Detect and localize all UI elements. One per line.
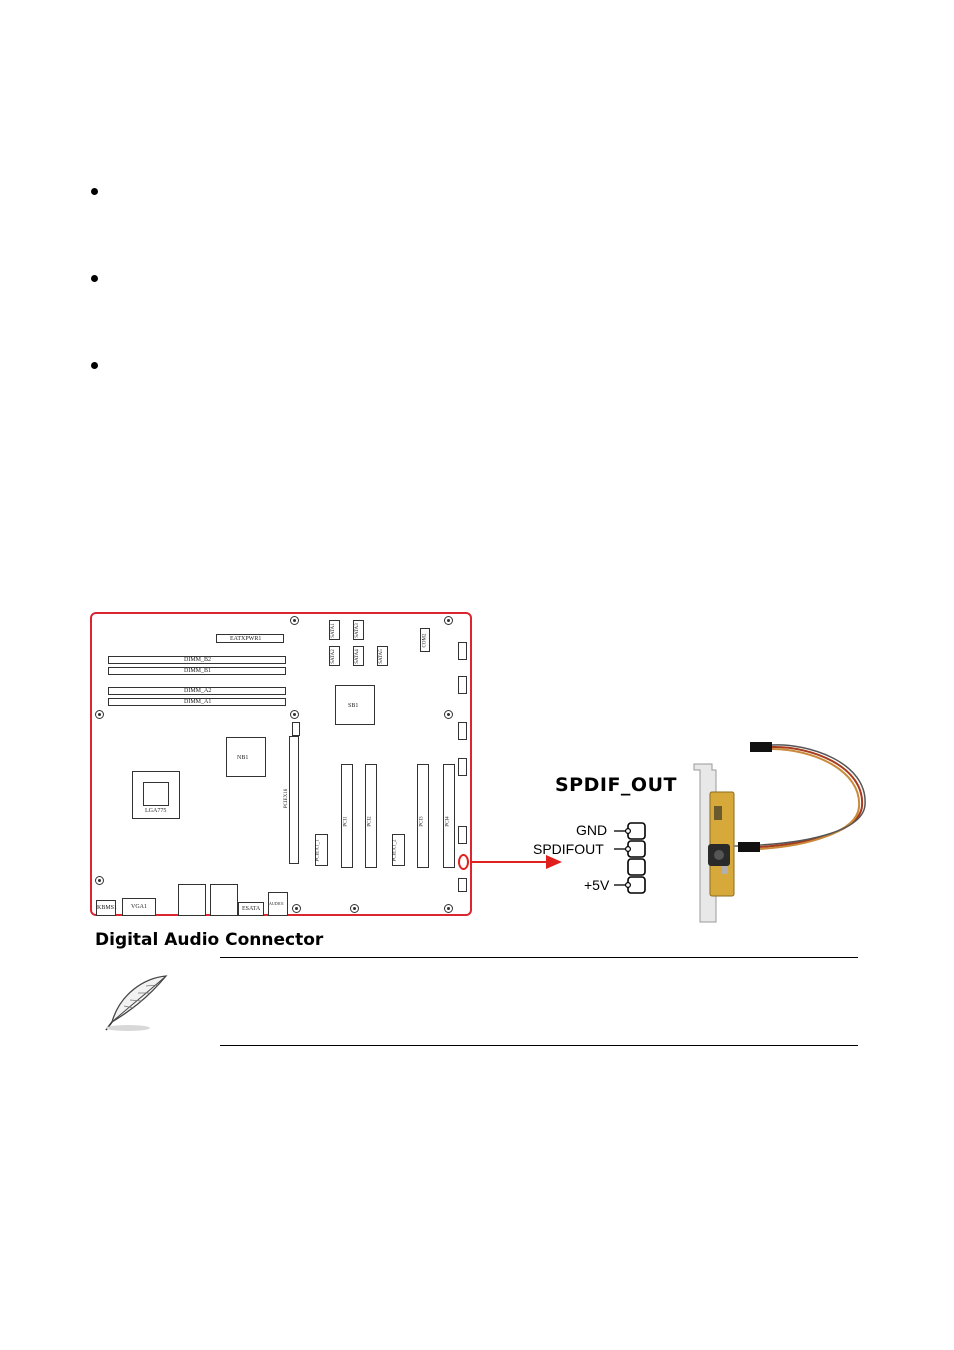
pci3-label: PCI3 (419, 816, 425, 827)
header (458, 826, 467, 844)
dimm-slot-b1 (108, 667, 286, 675)
header (458, 676, 467, 694)
vga-port (122, 898, 156, 916)
mount-hole (95, 710, 104, 719)
kbms-label: KBMS1 (97, 905, 118, 911)
spdif-header-highlight (458, 854, 469, 870)
cpu-socket-inner (143, 782, 169, 806)
eatx-power-connector (216, 634, 284, 643)
southbridge-chip (335, 685, 375, 725)
esata-port (238, 902, 264, 916)
pin-label-5v: +5V (584, 877, 610, 893)
bullet-3 (91, 362, 98, 369)
motherboard-diagram: EATXPWR1 DIMM_B2 DIMM_B1 DIMM_A2 DIMM_A1… (90, 612, 472, 916)
kbms-port (96, 900, 116, 916)
vga-label: VGA1 (131, 904, 147, 910)
pcie-x1-slot-2 (392, 834, 405, 866)
pci-slot-3 (417, 764, 429, 868)
note-top-rule (220, 957, 858, 958)
note-bottom-rule (220, 1045, 858, 1046)
sata3-label: SATA3 (354, 623, 360, 638)
audio-jack (268, 892, 288, 916)
spdif-out-title: SPDIF_OUT (555, 774, 677, 796)
spdif-bracket-cable-image (693, 742, 866, 923)
sata4-connector (353, 646, 364, 666)
cpu-socket (132, 771, 180, 819)
esata-label: ESATA (242, 906, 261, 912)
cpu-label: LGA775 (145, 808, 167, 814)
sata1-label: SATA1 (330, 623, 336, 638)
pin-label-gnd: GND (576, 822, 608, 838)
com2-header (420, 628, 430, 652)
pcie-x1-slot-1 (315, 834, 328, 866)
header (458, 642, 467, 660)
audio-label: AUDIO1 (269, 901, 284, 906)
pci-slot-1 (341, 764, 353, 868)
header (458, 878, 467, 892)
nb-label: NB1 (237, 755, 249, 761)
com-label: COM2 (422, 633, 428, 648)
pci-slot-4 (443, 764, 455, 868)
mount-hole (292, 904, 301, 913)
lan-usb-port-2 (210, 884, 238, 916)
red-arrow-icon (470, 855, 562, 869)
pcie-x16-slot (289, 736, 299, 864)
bullet-1 (91, 188, 98, 195)
header (458, 722, 467, 740)
mount-hole (290, 616, 299, 625)
lan-usb-port-1 (178, 884, 206, 916)
header (458, 758, 467, 776)
pin-label-spdifout: SPDIFOUT (533, 841, 604, 857)
mount-hole (444, 710, 453, 719)
feather-quill-icon (105, 975, 168, 1031)
eatx-label: EATXPWR1 (230, 636, 262, 642)
mount-hole (444, 616, 453, 625)
dimm-b1-label: DIMM_B1 (184, 668, 212, 674)
dimm-a1-label: DIMM_A1 (184, 699, 212, 705)
bullet-2 (91, 275, 98, 282)
dimm-slot-a2 (108, 687, 286, 695)
pci4-label: PCI4 (445, 816, 451, 827)
pci-slot-2 (365, 764, 377, 868)
spdif-pin-header-icon (614, 822, 646, 894)
pci1-label: PCI1 (343, 816, 349, 827)
sata5-label: SATA5 (378, 649, 384, 664)
mount-hole (350, 904, 359, 913)
pci2-label: PCI2 (367, 816, 373, 827)
pcie-x16-latch (292, 722, 300, 736)
sb-label: SB1 (348, 703, 359, 709)
mount-hole (290, 710, 299, 719)
sata1-connector (329, 620, 340, 640)
pcie16-label: PCIEX16 (284, 788, 290, 809)
sata4-label: SATA4 (354, 649, 360, 664)
sata3-connector (353, 620, 364, 640)
figure-caption: Digital Audio Connector (95, 930, 324, 950)
dimm-slot-b2 (108, 656, 286, 664)
dimm-b2-label: DIMM_B2 (184, 657, 212, 663)
pcie1a-label: PCIEX1_1 (315, 839, 321, 862)
sata5-connector (377, 646, 388, 666)
sata2-label: SATA2 (330, 649, 336, 664)
dimm-a2-label: DIMM_A2 (184, 688, 212, 694)
mount-hole (444, 904, 453, 913)
dimm-slot-a1 (108, 698, 286, 706)
northbridge-chip (226, 737, 266, 777)
mount-hole (95, 876, 104, 885)
pcie1b-label: PCIEX1_2 (392, 839, 398, 862)
sata2-connector (329, 646, 340, 666)
